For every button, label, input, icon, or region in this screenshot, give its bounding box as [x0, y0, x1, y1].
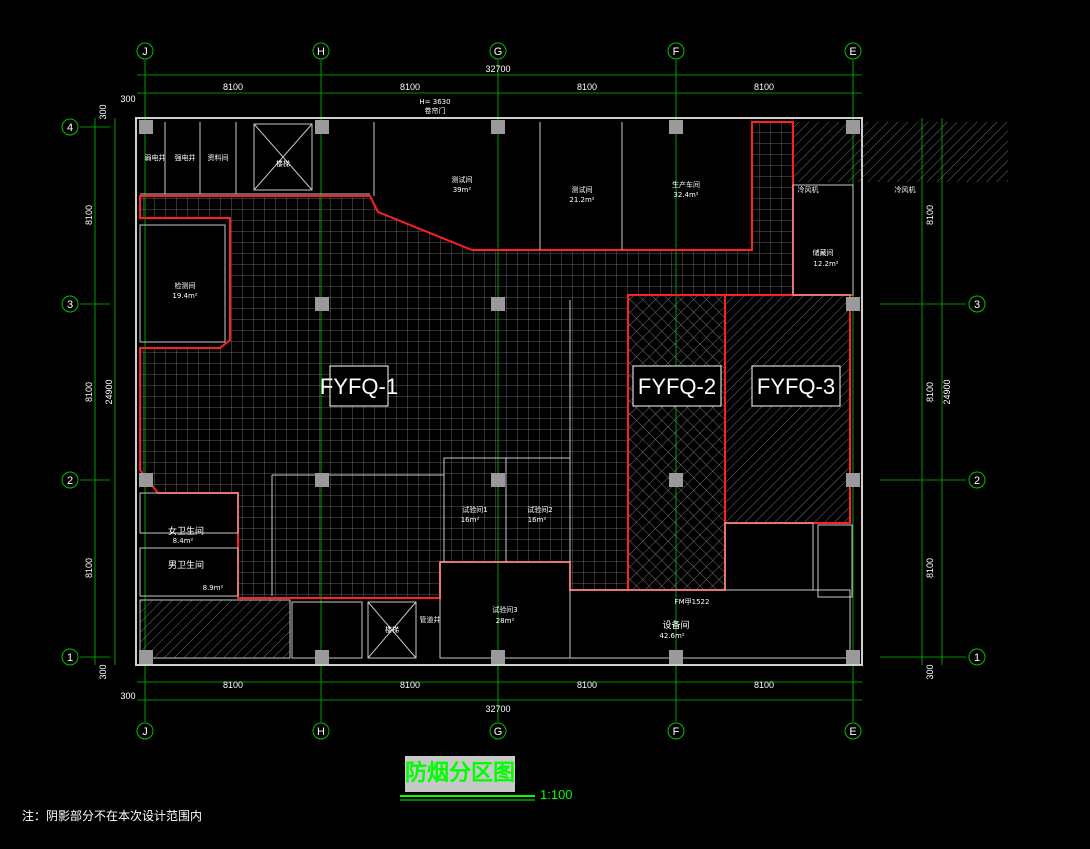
room-cold-fan-1: 冷风机 — [798, 185, 819, 194]
room-strong-shaft: 强电井 — [175, 153, 196, 162]
dim-left-bay-3: 8100 — [84, 558, 94, 578]
drawing-note: 注：阴影部分不在本次设计范围内 — [22, 809, 203, 823]
dim-left-bay-1: 8100 — [84, 205, 94, 225]
smoke-zone-fyfq-3 — [724, 294, 851, 524]
building-outline — [135, 117, 863, 666]
dim-right-bay-2: 8100 — [925, 382, 935, 402]
axis-bubbles — [61, 42, 986, 740]
axis-label-bottom-f: F — [673, 726, 680, 738]
room-elev-height: H= 3630 — [419, 98, 450, 106]
room-men-wc-area: 8.9m² — [203, 584, 224, 592]
axis-label-left-1: 1 — [67, 652, 73, 664]
dim-right-total: 24900 — [942, 379, 952, 404]
room-workshop-area: 32.4m² — [673, 191, 698, 199]
dim-top-bay-3: 8100 — [577, 82, 597, 92]
axis-label-right-2: 2 — [974, 475, 980, 487]
dim-right-edge: 300 — [925, 664, 935, 679]
axis-lines — [80, 60, 966, 722]
zone-labels: FYFQ-1 FYFQ-2 FYFQ-3 — [320, 365, 841, 407]
room-door-code: FM甲1522 — [675, 598, 710, 606]
axis-label-top-e: E — [849, 46, 856, 58]
room-inspect-area: 19.4m² — [172, 292, 197, 300]
room-storage-area: 12.2m² — [813, 260, 838, 268]
room-test-a: 测试间 — [452, 175, 473, 184]
axis-label-bottom-g: G — [494, 726, 503, 738]
dim-bottom-edge: 300 — [120, 691, 135, 701]
drawing-scale: 1:100 — [540, 787, 573, 802]
room-test-b: 测试间 — [572, 185, 593, 194]
room-pipe-shaft: 管道井 — [420, 615, 441, 624]
dim-top-total: 32700 — [485, 64, 510, 74]
axis-label-left-3: 3 — [67, 299, 73, 311]
axis-label-top-g: G — [494, 46, 503, 58]
room-lab-2: 试验间2 — [527, 505, 552, 514]
room-lab-3-area: 28m² — [496, 617, 515, 625]
room-lab-2-area: 16m² — [528, 516, 547, 524]
axis-labels: J H G F E J H G F E 4 3 2 1 3 2 1 — [67, 46, 980, 738]
axis-label-left-4: 4 — [67, 122, 73, 134]
room-lab-1: 试验间1 — [462, 505, 487, 514]
room-test-a-area: 39m² — [453, 186, 472, 194]
axis-label-right-3: 3 — [974, 299, 980, 311]
room-lab-1-area: 16m² — [461, 516, 480, 524]
interior-walls — [139, 122, 854, 659]
dim-top-edge: 300 — [120, 94, 135, 104]
room-weak-shaft: 弱电井 — [145, 153, 166, 162]
dim-bottom-bay-3: 8100 — [577, 680, 597, 690]
dim-bottom-total: 32700 — [485, 704, 510, 714]
dim-left-bay-2: 8100 — [84, 382, 94, 402]
room-inspect: 检测间 — [175, 281, 196, 290]
dim-bottom-bay-2: 8100 — [400, 680, 420, 690]
dim-left-edge-top: 300 — [98, 104, 108, 119]
dim-left-total: 24900 — [104, 379, 114, 404]
title-underline — [400, 795, 535, 801]
dim-bottom-bay-1: 8100 — [223, 680, 243, 690]
axis-label-left-2: 2 — [67, 475, 73, 487]
room-equipment-area: 42.6m² — [659, 632, 684, 640]
structural-columns — [139, 120, 860, 664]
out-of-scope-hatching — [140, 122, 1008, 658]
dim-right-bay-3: 8100 — [925, 558, 935, 578]
axis-label-right-1: 1 — [974, 652, 980, 664]
room-equipment: 设备间 — [662, 619, 689, 631]
room-cold-fan-2: 冷风机 — [895, 185, 916, 194]
room-material: 资料间 — [208, 153, 229, 162]
dim-left-edge-bottom: 300 — [98, 664, 108, 679]
room-workshop: 生产车间 — [672, 180, 700, 189]
room-women-wc: 女卫生间 — [168, 525, 204, 537]
room-storage: 储藏间 — [813, 248, 834, 257]
dim-bottom-bay-4: 8100 — [754, 680, 774, 690]
axis-label-bottom-h: H — [317, 726, 325, 738]
smoke-zone-fyfq-2 — [627, 294, 726, 591]
room-roll-door: 卷帘门 — [425, 106, 446, 115]
room-test-b-area: 21.2m² — [569, 196, 594, 204]
dim-right-bay-1: 8100 — [925, 205, 935, 225]
axis-label-top-f: F — [673, 46, 680, 58]
drawing-title: 防烟分区图 — [405, 756, 515, 792]
dim-top-bay-2: 8100 — [400, 82, 420, 92]
dim-top-bay-4: 8100 — [754, 82, 774, 92]
axis-label-bottom-e: E — [849, 726, 856, 738]
axis-label-top-j: J — [142, 46, 148, 58]
room-men-wc: 男卫生间 — [168, 559, 204, 571]
axis-label-top-h: H — [317, 46, 325, 58]
dim-top-bay-1: 8100 — [223, 82, 243, 92]
zone-label-fyfq-3: FYFQ-3 — [757, 374, 835, 399]
dimension-texts: 32700 8100 8100 8100 8100 300 8100 8100 … — [84, 64, 952, 714]
room-stair-2: 楼梯 — [385, 625, 399, 634]
room-labels: H= 3630 卷帘门 弱电井 强电井 资料间 楼梯 测试间 39m² 测试间 … — [145, 98, 916, 640]
room-stair: 楼梯 — [276, 159, 290, 168]
axis-label-bottom-j: J — [142, 726, 148, 738]
zone-label-fyfq-2: FYFQ-2 — [638, 374, 716, 399]
room-women-wc-area: 8.4m² — [173, 537, 194, 545]
room-lab-3: 试验间3 — [492, 605, 517, 614]
zone-label-fyfq-1: FYFQ-1 — [320, 374, 398, 399]
